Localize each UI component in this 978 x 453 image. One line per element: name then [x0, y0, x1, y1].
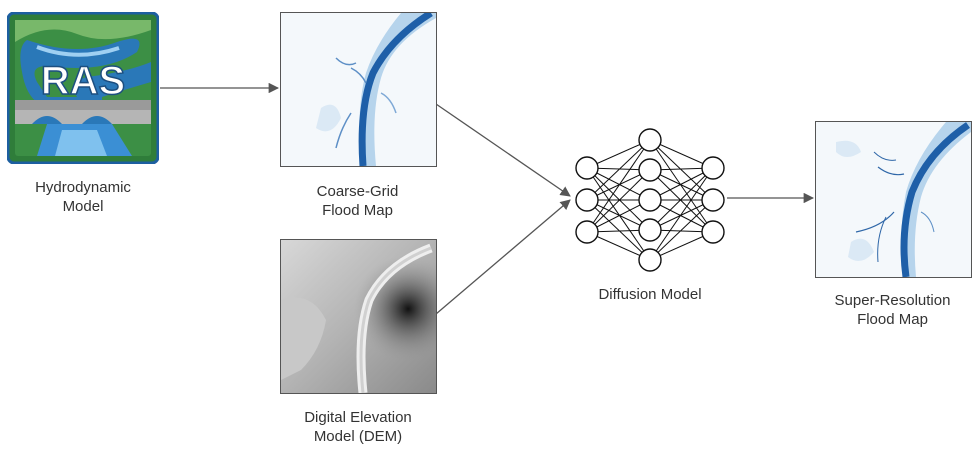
nn-connection: [586, 199, 651, 261]
super-label: Super-Resolution Flood Map: [805, 291, 978, 329]
nn-connection: [586, 139, 651, 233]
nn-connection: [586, 167, 651, 261]
nn-node: [638, 158, 662, 182]
nn-node: [701, 156, 725, 180]
ras-label-line1: Hydrodynamic: [35, 179, 131, 196]
nn-connection: [586, 167, 651, 201]
nn-connection: [649, 139, 714, 233]
nn-node: [638, 218, 662, 242]
nn-connection: [649, 167, 714, 231]
super-label-line1: Super-Resolution: [834, 292, 951, 309]
nn-connection: [649, 167, 714, 201]
nn-connection: [586, 167, 651, 231]
neural-network-diagram: [575, 128, 725, 272]
coarse-label: Coarse-Grid Flood Map: [280, 182, 435, 220]
nn-node: [575, 220, 599, 244]
coarse-label-line1: Coarse-Grid: [316, 183, 399, 200]
nn-node: [701, 188, 725, 212]
ras-logo-text: RAS: [41, 59, 125, 103]
coarse-flood-map-image: [280, 12, 437, 167]
ras-logo: RAS: [6, 11, 160, 165]
dem-label-line2: Model (DEM): [313, 428, 403, 445]
nn-node: [638, 128, 662, 152]
nn-node: [575, 156, 599, 180]
arrow-dem-to-diffusion: [435, 199, 571, 315]
nn-connection: [649, 167, 714, 261]
super-resolution-flood-map-image: [815, 121, 972, 278]
nn-connection: [586, 139, 651, 201]
nn-node: [575, 188, 599, 212]
nn-node: [701, 220, 725, 244]
dem-label-line1: Digital Elevation: [304, 409, 412, 426]
coarse-label-line2: Flood Map: [322, 202, 393, 219]
ras-label-line2: Model: [62, 198, 104, 215]
nn-connection: [649, 139, 714, 201]
super-label-line2: Flood Map: [857, 311, 928, 328]
nn-connection: [649, 199, 714, 233]
nn-connection: [649, 169, 714, 233]
nn-connection: [649, 199, 714, 261]
ras-label: Hydrodynamic Model: [7, 178, 159, 216]
diffusion-label: Diffusion Model: [598, 286, 702, 303]
dem-label: Digital Elevation Model (DEM): [268, 408, 448, 446]
dem-image: [280, 239, 437, 394]
nn-node: [638, 188, 662, 212]
nn-node: [638, 248, 662, 272]
nn-connection: [586, 199, 651, 233]
arrow-coarse-to-diffusion: [435, 103, 571, 197]
nn-connection: [586, 169, 651, 233]
